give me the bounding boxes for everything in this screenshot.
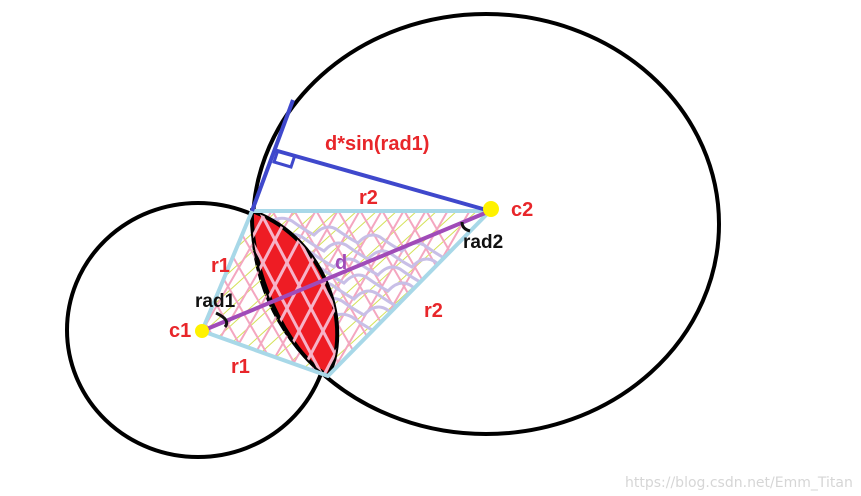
- hatch-line: [251, 211, 332, 376]
- label-rad1: rad1: [195, 291, 236, 312]
- hatch-line: [80, 200, 190, 390]
- label-d: d: [335, 252, 347, 274]
- center-point-c1: [195, 324, 209, 338]
- label-r2-lower: r2: [424, 300, 443, 322]
- projection-line: [273, 148, 491, 213]
- label-r1-lower: r1: [231, 356, 250, 378]
- hatch-stroke: [318, 296, 490, 341]
- hatch-line: [580, 190, 800, 390]
- label-r2-upper: r2: [359, 187, 378, 209]
- hatch-line: [540, 190, 760, 390]
- hatch-line: [290, 211, 338, 376]
- hatch-line: [600, 190, 820, 390]
- watermark: https://blog.csdn.net/Emm_Titan: [625, 475, 853, 491]
- quad-edges: [200, 209, 492, 378]
- right-angle-mark: [272, 149, 297, 169]
- center-line-d: [201, 209, 491, 333]
- hatch-line: [620, 190, 840, 390]
- hatch-line: [365, 211, 477, 376]
- hatch-line: [412, 200, 512, 390]
- hatch-line: [202, 211, 221, 376]
- perpendicular-line: [250, 99, 295, 212]
- hatch-line: [314, 211, 338, 376]
- hatch-line: [252, 211, 338, 376]
- hatch-stroke: [278, 232, 458, 277]
- hatch-line: [459, 211, 490, 376]
- hatch-line: [319, 211, 490, 376]
- hatch-line: [251, 211, 298, 376]
- hatch-line: [399, 211, 490, 376]
- label-r1-upper: r1: [211, 255, 230, 277]
- angle-arc-rad2: [460, 221, 471, 233]
- hatch-line: [660, 190, 861, 390]
- label-c1: c1: [169, 320, 191, 342]
- label-projection: d*sin(rad1): [325, 133, 429, 155]
- label-c2: c2: [511, 199, 533, 221]
- center-point-c2: [483, 201, 499, 217]
- hatch-line: [375, 211, 487, 376]
- hatch-line: [100, 200, 200, 390]
- angle-arc-rad1: [215, 311, 229, 328]
- hatch-line: [560, 190, 780, 390]
- label-rad2: rad2: [463, 232, 503, 253]
- hatch-line: [640, 190, 860, 390]
- hatch-line: [251, 211, 274, 376]
- hatch-line: [90, 200, 200, 390]
